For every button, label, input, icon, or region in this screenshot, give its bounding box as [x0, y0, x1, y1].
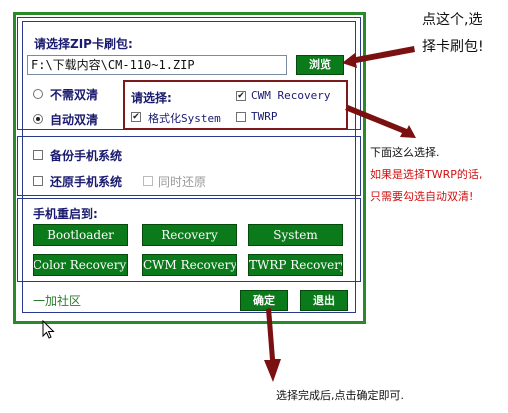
- recovery-button[interactable]: Recovery: [142, 224, 237, 246]
- cwm-recovery-button[interactable]: CWM Recovery: [142, 254, 237, 276]
- note-top-line1: 点这个,选: [422, 12, 483, 28]
- note-mid-line3: 只需要勾选自动双清!: [370, 190, 474, 203]
- options-title: 请选择:: [131, 91, 172, 105]
- ok-button[interactable]: 确定: [240, 290, 288, 311]
- simultaneous-restore-checkbox[interactable]: [143, 176, 153, 186]
- arrow-to-options-icon: [345, 105, 416, 138]
- browse-button[interactable]: 浏览: [296, 55, 344, 75]
- backup-checkbox[interactable]: [33, 150, 43, 160]
- note-bottom: 选择完成后,点击确定即可.: [276, 389, 404, 402]
- reboot-section: [17, 198, 361, 282]
- zip-label: 请选择ZIP卡刷包:: [34, 37, 133, 51]
- auto-wipe-radio[interactable]: [33, 114, 43, 124]
- reboot-title: 手机重启到:: [33, 207, 98, 221]
- arrow-to-ok-icon: [264, 308, 281, 382]
- color-recovery-button[interactable]: Color Recovery: [33, 254, 128, 276]
- bootloader-button[interactable]: Bootloader: [33, 224, 128, 246]
- restore-label: 还原手机系统: [50, 175, 123, 189]
- no-wipe-radio[interactable]: [33, 89, 43, 99]
- note-mid-line1: 下面这么选择.: [370, 146, 440, 159]
- twrp-label: TWRP: [251, 110, 278, 123]
- backup-label: 备份手机系统: [50, 149, 123, 163]
- mouse-cursor-icon: [42, 320, 55, 339]
- cwm-label: CWM Recovery: [251, 89, 331, 102]
- no-wipe-label: 不需双清: [50, 88, 99, 102]
- backup-section: [17, 136, 361, 196]
- auto-wipe-label: 自动双清: [50, 113, 99, 127]
- zip-path-field[interactable]: F:\下载内容\CM-110~1.ZIP: [27, 55, 287, 75]
- twrp-checkbox[interactable]: [236, 112, 246, 122]
- note-top-line2: 择卡刷包!: [422, 39, 484, 55]
- options-highlight-box: [123, 80, 348, 130]
- format-system-checkbox[interactable]: ✔: [131, 112, 141, 122]
- format-system-label: 格式化System: [148, 112, 221, 125]
- exit-button[interactable]: 退出: [300, 290, 348, 311]
- dialog-inner-border: [22, 21, 356, 313]
- community-link[interactable]: 一加社区: [33, 294, 82, 308]
- arrow-to-browse-icon: [342, 46, 415, 68]
- simultaneous-restore-label: 同时还原: [158, 175, 207, 189]
- cwm-checkbox[interactable]: ✔: [236, 91, 246, 101]
- system-button[interactable]: System: [248, 224, 343, 246]
- note-mid-line2: 如果是选择TWRP的话,: [370, 168, 483, 181]
- restore-checkbox[interactable]: [33, 176, 43, 186]
- twrp-recovery-button[interactable]: TWRP Recovery: [248, 254, 343, 276]
